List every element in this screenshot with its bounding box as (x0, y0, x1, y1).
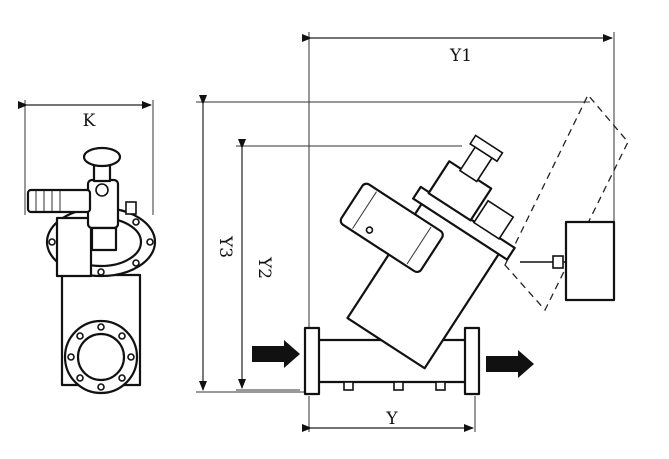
label-y: Y (385, 409, 398, 429)
dimension-y2 (236, 139, 462, 391)
side-valve-handwheel (82, 146, 122, 168)
dimension-y3 (196, 95, 590, 393)
label-k: K (83, 111, 96, 131)
label-y1: Y1 (449, 46, 472, 66)
housing-gearbox (472, 199, 515, 241)
outlet-flange (463, 326, 481, 396)
housing-valve-cap (469, 134, 504, 163)
dimension-y (302, 396, 476, 432)
controller-box (564, 220, 616, 302)
label-y3: Y3 (215, 235, 235, 258)
filter-housing (346, 134, 516, 370)
dimension-k (18, 100, 154, 215)
outlet-flow-arrow (486, 350, 534, 378)
side-control-box (55, 216, 93, 278)
controller-gland (552, 255, 564, 269)
side-flange-bore (76, 332, 126, 382)
motor-body (339, 182, 444, 274)
side-motor (26, 188, 92, 214)
side-gear-shaft (90, 226, 118, 252)
side-view (26, 146, 157, 395)
side-flange-bolts (67, 323, 135, 391)
side-fitting (125, 201, 137, 215)
side-gauge (95, 183, 109, 197)
inlet-flange (303, 326, 321, 396)
pipe-feet (343, 381, 446, 391)
inlet-flow-arrow (252, 340, 300, 368)
dimension-y1 (302, 32, 615, 335)
label-y2: Y2 (254, 256, 274, 279)
front-view (252, 93, 629, 396)
maintenance-envelope (504, 93, 629, 312)
motor-assembly (339, 182, 444, 274)
side-motor-fins (35, 191, 61, 211)
